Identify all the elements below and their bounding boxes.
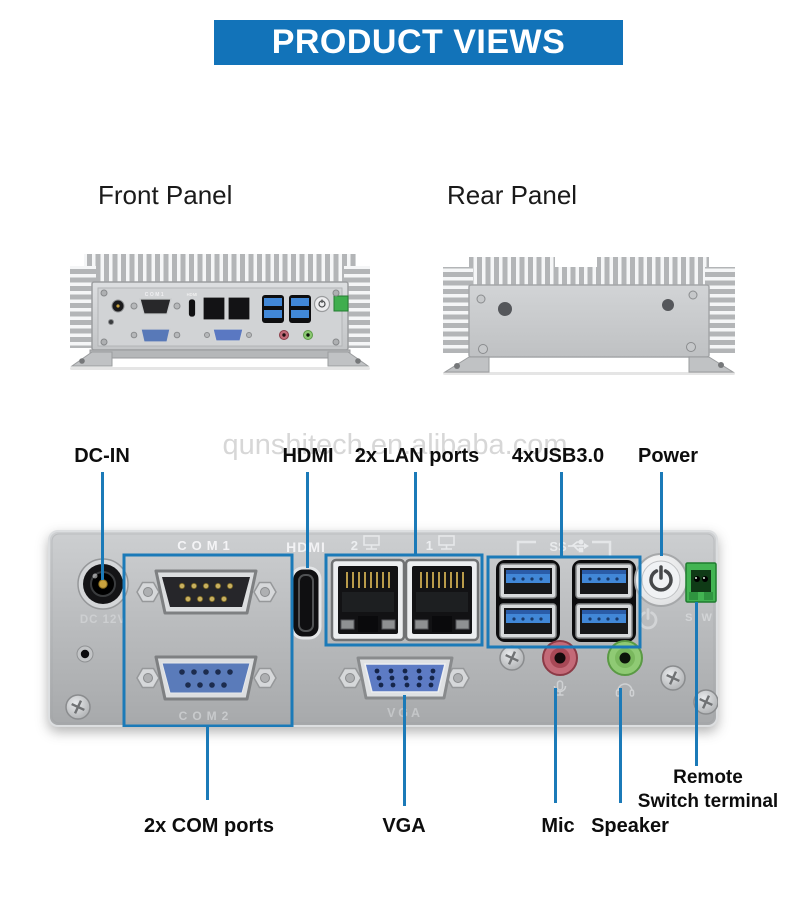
front-mount-flanges (70, 351, 370, 367)
usb3-ports-right (572, 560, 636, 642)
front-dc-jack (111, 299, 125, 313)
usb-trident-icon (568, 539, 589, 553)
dc-marking: DC 12V (80, 614, 126, 626)
com-highlight-box (122, 553, 294, 727)
front-vga-port (204, 328, 252, 342)
front-lan-ports (202, 296, 251, 321)
svg-text:COM1: COM1 (145, 292, 165, 298)
page-title-banner: PRODUCT VIEWS (214, 20, 623, 65)
callout-label-usb: 4xUSB3.0 (511, 445, 605, 467)
callout-label-mic: Mic (541, 815, 575, 837)
callout-label-vga: VGA (382, 815, 426, 837)
highlight-boxes (122, 553, 642, 727)
callout-line-hdmi (306, 472, 309, 568)
speaker-jack (607, 640, 643, 676)
callout-label-remote-switch: Remote Switch terminal (638, 766, 778, 814)
callout-line-vga (403, 695, 406, 806)
power-button (634, 553, 688, 607)
callout-label-com: 2x COM ports (143, 815, 275, 837)
rear-screws (476, 290, 698, 354)
com2-port (136, 655, 277, 701)
mic-icon (553, 680, 567, 696)
callout-line-usb (560, 472, 563, 557)
front-com1-port: COM1 (130, 292, 181, 315)
callout-label-hdmi: HDMI (282, 445, 334, 467)
front-hdmi-port: HDMI (187, 292, 198, 318)
svg-text:1: 1 (426, 538, 433, 553)
front-sw-terminal (333, 295, 349, 312)
hdmi-port (290, 566, 322, 640)
front-face-screws (100, 289, 340, 346)
lan-port-1 (404, 558, 480, 642)
rear-heatsink-fins (443, 255, 735, 353)
usb3-ports-left (496, 560, 560, 642)
front-usb-ports (262, 295, 311, 323)
callout-label-dc-in: DC-IN (74, 445, 130, 467)
lan1-marking: 1 (426, 535, 455, 553)
front-panel-label: Front Panel (98, 180, 233, 210)
svg-text:HDMI: HDMI (187, 292, 198, 297)
callout-line-mic (554, 688, 557, 803)
front-panel-photo: COM1 HDMI (70, 254, 370, 370)
vga-port (338, 656, 470, 700)
callout-line-power (660, 472, 663, 556)
remote-line2: Switch terminal (637, 791, 779, 812)
com2-marking: COM2 (179, 709, 234, 723)
svg-text:SS: SS (549, 539, 567, 554)
network-icon (438, 535, 455, 550)
remote-line1: Remote (673, 767, 743, 788)
front-com2-port (130, 328, 181, 343)
front-power-button (313, 295, 331, 313)
callout-label-speaker: Speaker (591, 815, 669, 837)
rear-plate (468, 284, 710, 358)
usb-ss-marking: SS (516, 539, 612, 556)
reset-hole (76, 645, 94, 663)
lan-port-2 (330, 558, 406, 642)
svg-text:2: 2 (351, 538, 358, 553)
lan2-marking: 2 (351, 535, 380, 553)
rear-panel-photo (443, 255, 735, 375)
rear-antenna-hole-left (498, 302, 512, 316)
com1-marking: COM1 (177, 538, 235, 553)
hdmi-marking: HDMI (286, 539, 326, 555)
callout-line-lan (414, 472, 417, 555)
page-title: PRODUCT VIEWS (271, 23, 566, 61)
lan-highlight-box (324, 553, 484, 647)
rear-antenna-hole-right (662, 299, 674, 311)
usb-highlight-box (486, 555, 642, 649)
callout-label-lan: 2x LAN ports (354, 445, 480, 467)
rear-mount-flanges (443, 356, 735, 373)
network-icon (363, 535, 380, 550)
remote-switch-terminal (685, 562, 717, 603)
callout-label-power: Power (637, 445, 699, 467)
com1-port (136, 569, 277, 615)
sw-marking: S W (685, 612, 715, 624)
callout-line-remote (695, 602, 698, 766)
callout-line-com (206, 727, 209, 800)
watermark: qunshitech.en.alibaba.com (222, 429, 568, 461)
callout-line-speaker (619, 688, 622, 803)
dc-jack (77, 558, 129, 610)
mic-jack (542, 640, 578, 676)
callout-line-dc-in (101, 472, 104, 580)
rear-panel-label: Rear Panel (447, 180, 578, 210)
io-panel-closeup: DC 12V COM1 COM2 HDM (48, 530, 718, 727)
